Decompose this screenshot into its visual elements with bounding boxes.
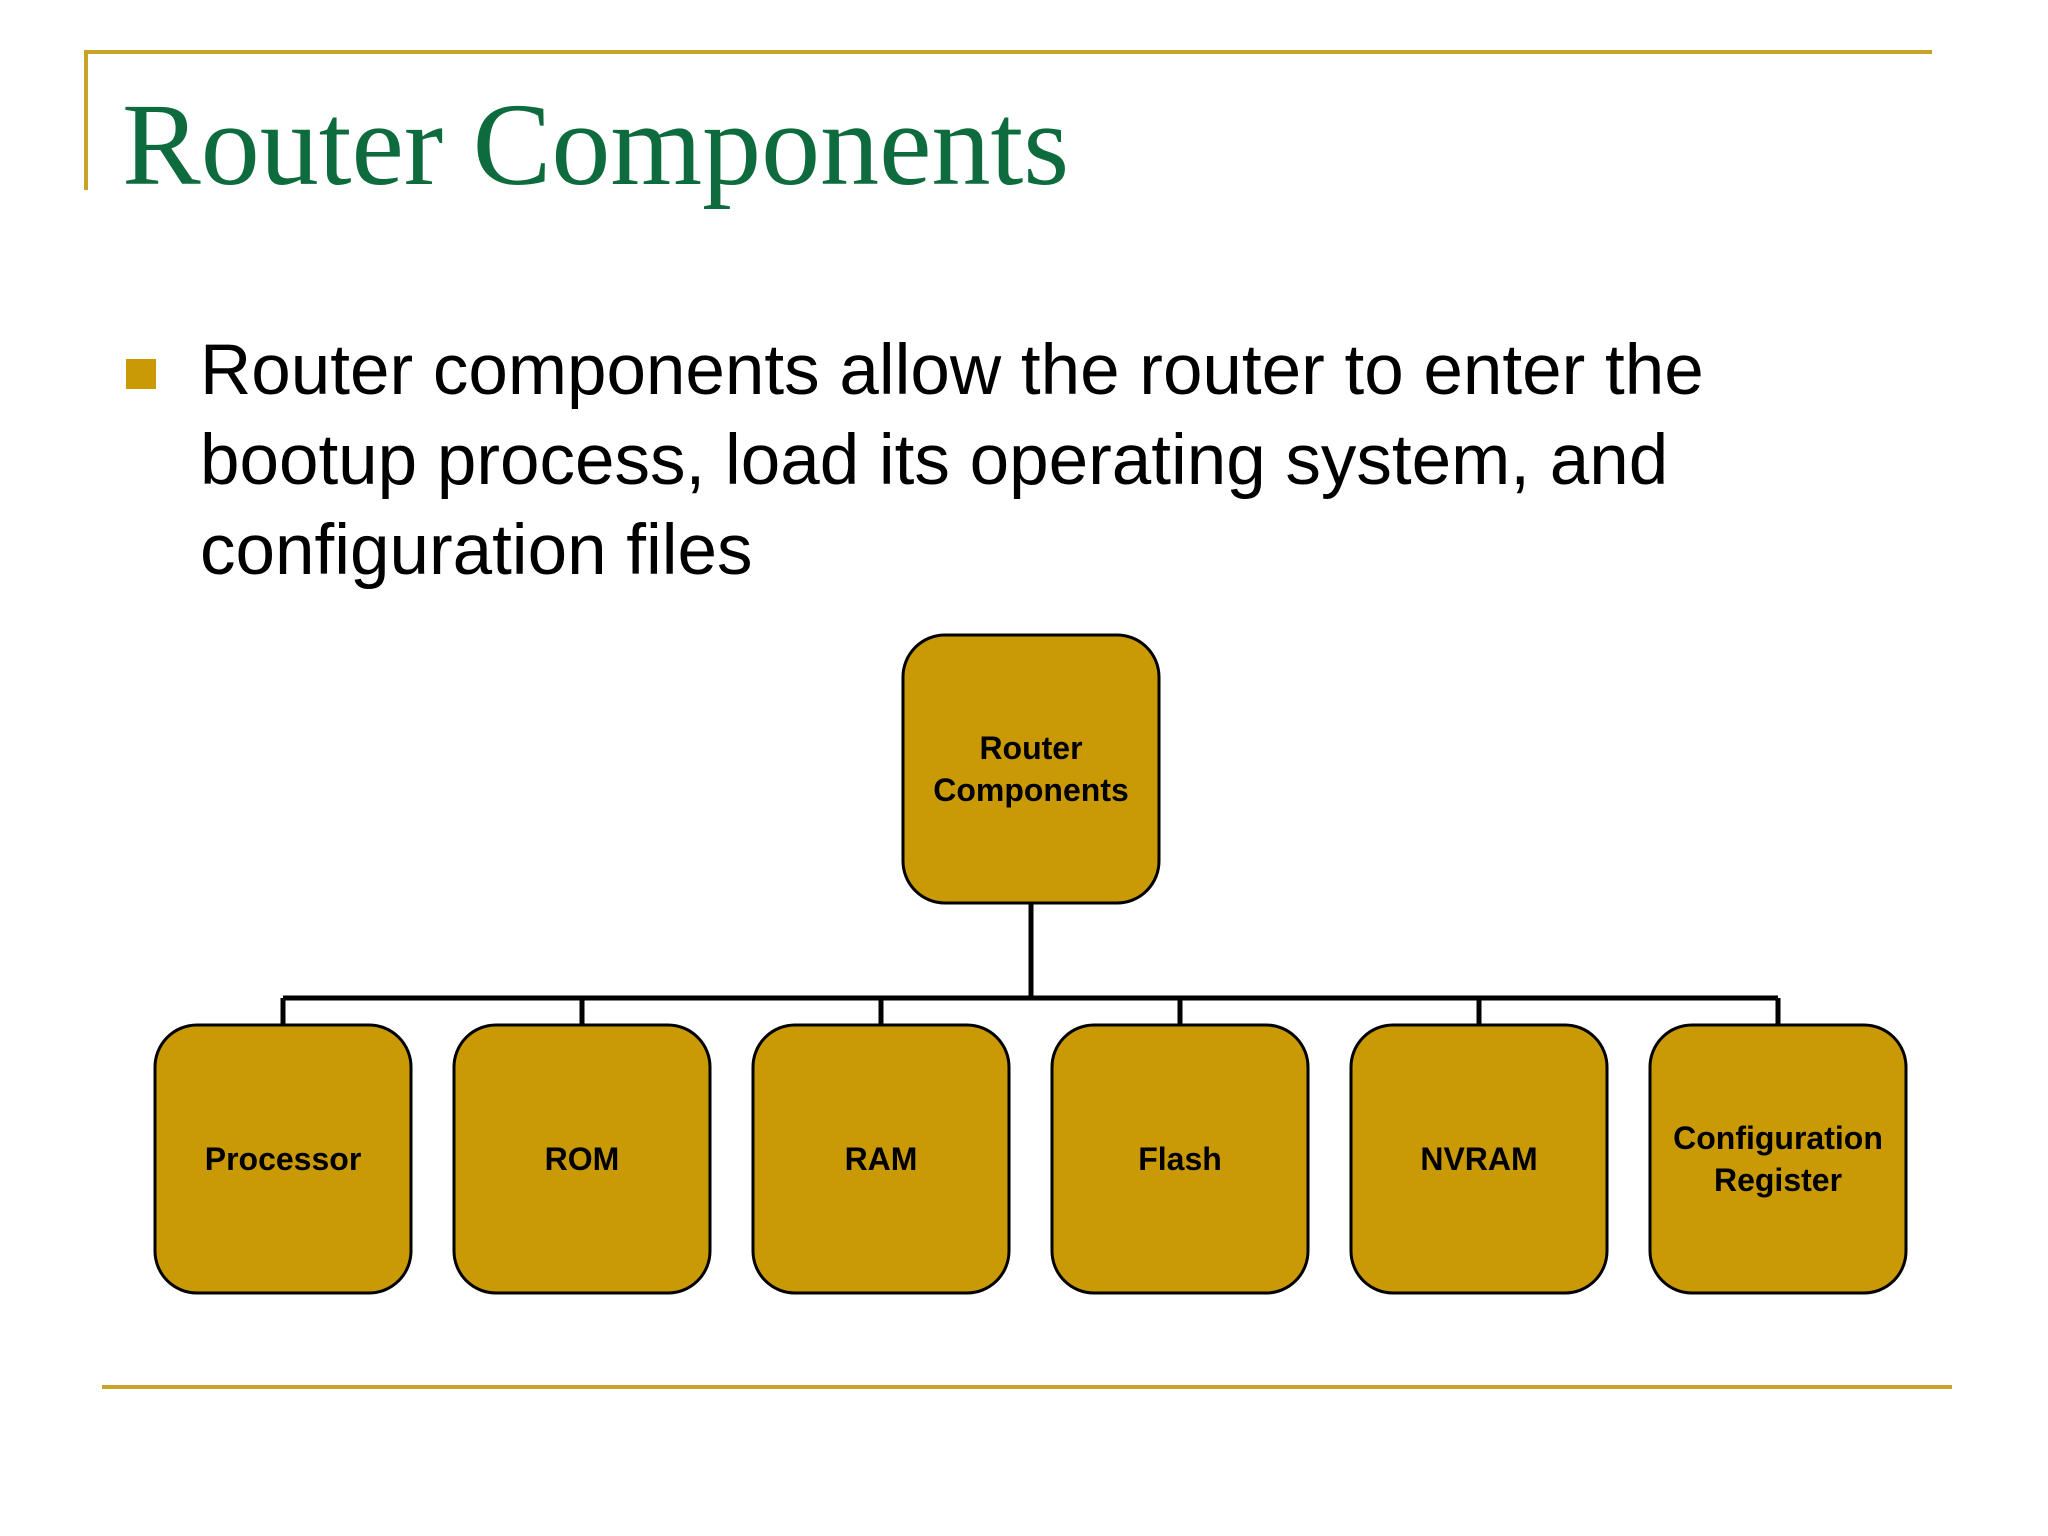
node-flash-label: Flash — [1138, 1141, 1222, 1177]
node-ram: RAM — [751, 1023, 1011, 1295]
bottom-rule — [102, 1385, 1952, 1389]
node-processor-label: Processor — [205, 1141, 362, 1177]
node-rom-label: ROM — [545, 1141, 620, 1177]
node-ram-box — [751, 1023, 1011, 1295]
node-processor-box — [153, 1023, 413, 1295]
node-nvram-box — [1349, 1023, 1609, 1295]
bullet-text: Router components allow the router to en… — [200, 331, 1704, 590]
node-configuration-register-label: Configuration — [1673, 1120, 1883, 1156]
node-flash: Flash — [1050, 1023, 1310, 1295]
node-configuration-register-label: Register — [1714, 1162, 1842, 1198]
left-rule — [84, 50, 88, 190]
node-processor: Processor — [153, 1023, 413, 1295]
bullet-square-icon — [126, 359, 156, 389]
top-rule — [84, 50, 1932, 54]
root-node-router-components-label: Components — [933, 772, 1129, 808]
root-node-router-components-box — [901, 633, 1161, 905]
node-nvram: NVRAM — [1349, 1023, 1609, 1295]
root-node-router-components-label: Router — [979, 730, 1082, 766]
node-nvram-label: NVRAM — [1420, 1141, 1537, 1177]
node-ram-label: RAM — [845, 1141, 918, 1177]
node-flash-box — [1050, 1023, 1310, 1295]
node-configuration-register-box — [1648, 1023, 1908, 1295]
node-rom-box — [452, 1023, 712, 1295]
connector-lines — [280, 903, 1781, 1025]
slide-title: Router Components — [122, 79, 1070, 210]
node-rom: ROM — [452, 1023, 712, 1295]
